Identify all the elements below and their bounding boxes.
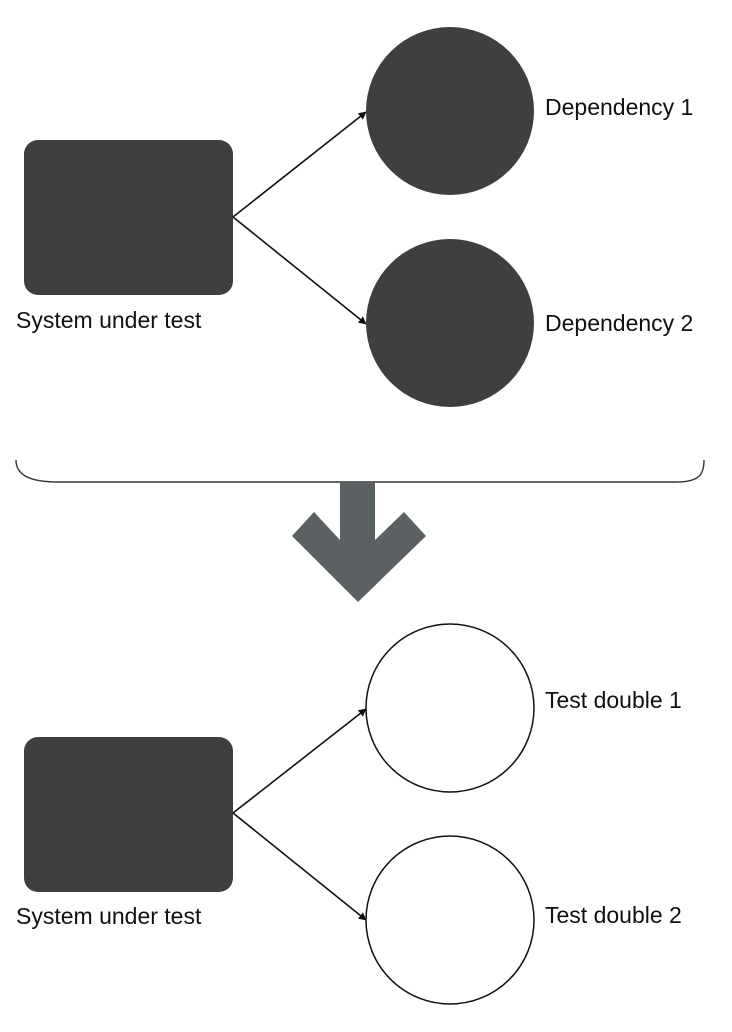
- dependency-1-arrow: [232, 111, 367, 218]
- test-double-2-circle: [365, 835, 535, 1005]
- test-double-2-label: Test double 2: [545, 902, 682, 928]
- dependency-2-circle: [366, 239, 534, 407]
- test-double-1-circle: [365, 623, 535, 793]
- dependency-2-label: Dependency 2: [545, 310, 693, 336]
- dependency-1-label: Dependency 1: [545, 94, 693, 120]
- system-under-test-label: System under test: [16, 903, 202, 929]
- test-double-1-label: Test double 1: [545, 687, 682, 713]
- dependency-1-circle: [366, 27, 534, 195]
- test-double-1-arrow: [232, 708, 367, 814]
- dependency-2-arrow: [232, 216, 367, 325]
- system-under-test-label: System under test: [16, 307, 202, 333]
- down-arrow-icon: [292, 482, 426, 602]
- system-under-test-box: [24, 737, 233, 892]
- grouping-brace: [15, 459, 705, 483]
- test-double-2-arrow: [232, 812, 367, 921]
- system-under-test-box: [24, 140, 233, 295]
